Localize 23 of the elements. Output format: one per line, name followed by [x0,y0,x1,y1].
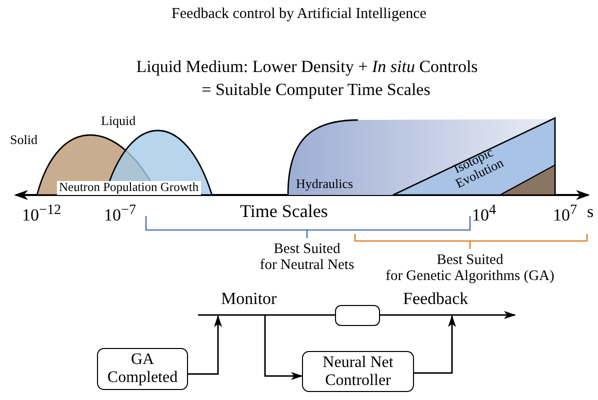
region-label: Hydraulics [296,176,354,191]
tick-label: 10$^{7}$ [553,203,578,226]
connector-line [198,314,335,316]
range-label: Best Suited for Neutral Nets [258,242,356,274]
axis-caption: Neutron Population Growth [57,181,201,195]
empty-box [335,305,380,326]
region-label: Liquid [101,114,136,128]
process-box: Neural Net Controller [302,351,414,392]
title: Feedback control by Artificial Intelligence [170,6,428,22]
arrow [380,311,516,319]
unit-label: s [587,203,594,222]
subtitle: = Suitable Computer Time Scales [200,81,432,100]
region-label: Solid [10,133,38,148]
arrow [264,315,303,380]
tick-label: 10$^{−12}$ [22,203,62,226]
tick-label: 10$^{4}$ [472,203,496,226]
arrow [188,315,222,375]
range-label: Best Suited for Genetic Algorithms (GA) [384,253,556,285]
arrow [414,315,456,374]
process-box: GA Completed [97,348,188,390]
axis-title: Time Scales [240,202,328,222]
subtitle: Liquid Medium: Lower Density + In situ Controls [135,58,479,77]
tick-label: 10$^{−7}$ [104,203,136,226]
